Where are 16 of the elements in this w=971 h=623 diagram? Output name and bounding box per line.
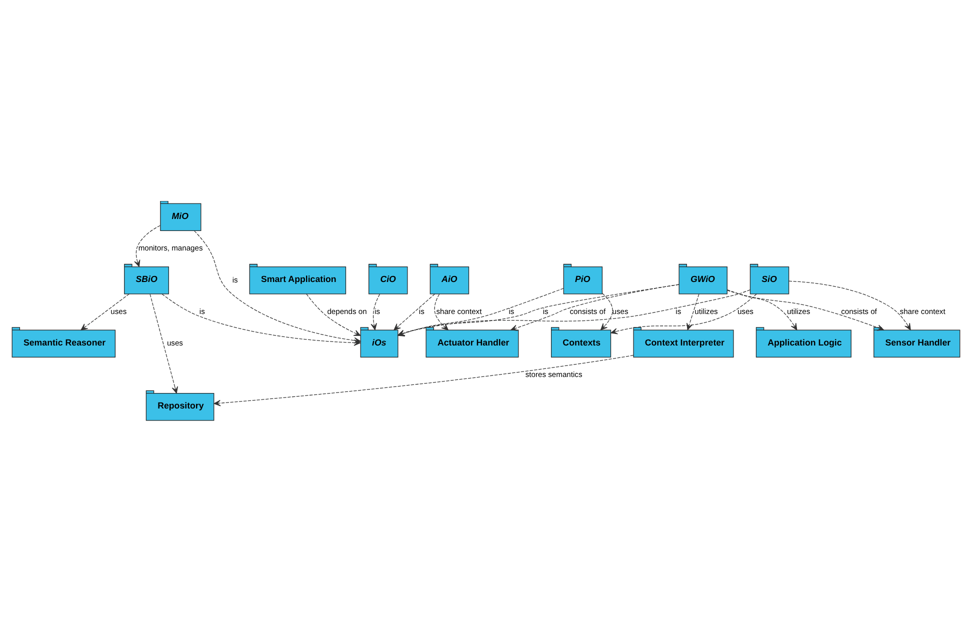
arrow xyxy=(393,293,435,330)
arrow xyxy=(610,293,756,334)
arrow xyxy=(134,224,160,266)
arrow xyxy=(397,284,679,336)
arrow xyxy=(397,288,750,336)
arrow xyxy=(434,293,448,330)
arrow xyxy=(686,293,699,330)
arrow xyxy=(397,288,564,336)
arrow xyxy=(726,288,797,330)
arrow xyxy=(600,292,612,330)
arrow xyxy=(149,293,178,394)
arrow xyxy=(306,293,360,336)
arrow xyxy=(213,354,634,406)
arrow xyxy=(370,293,380,330)
arrow xyxy=(510,284,679,330)
arrow xyxy=(80,293,129,330)
